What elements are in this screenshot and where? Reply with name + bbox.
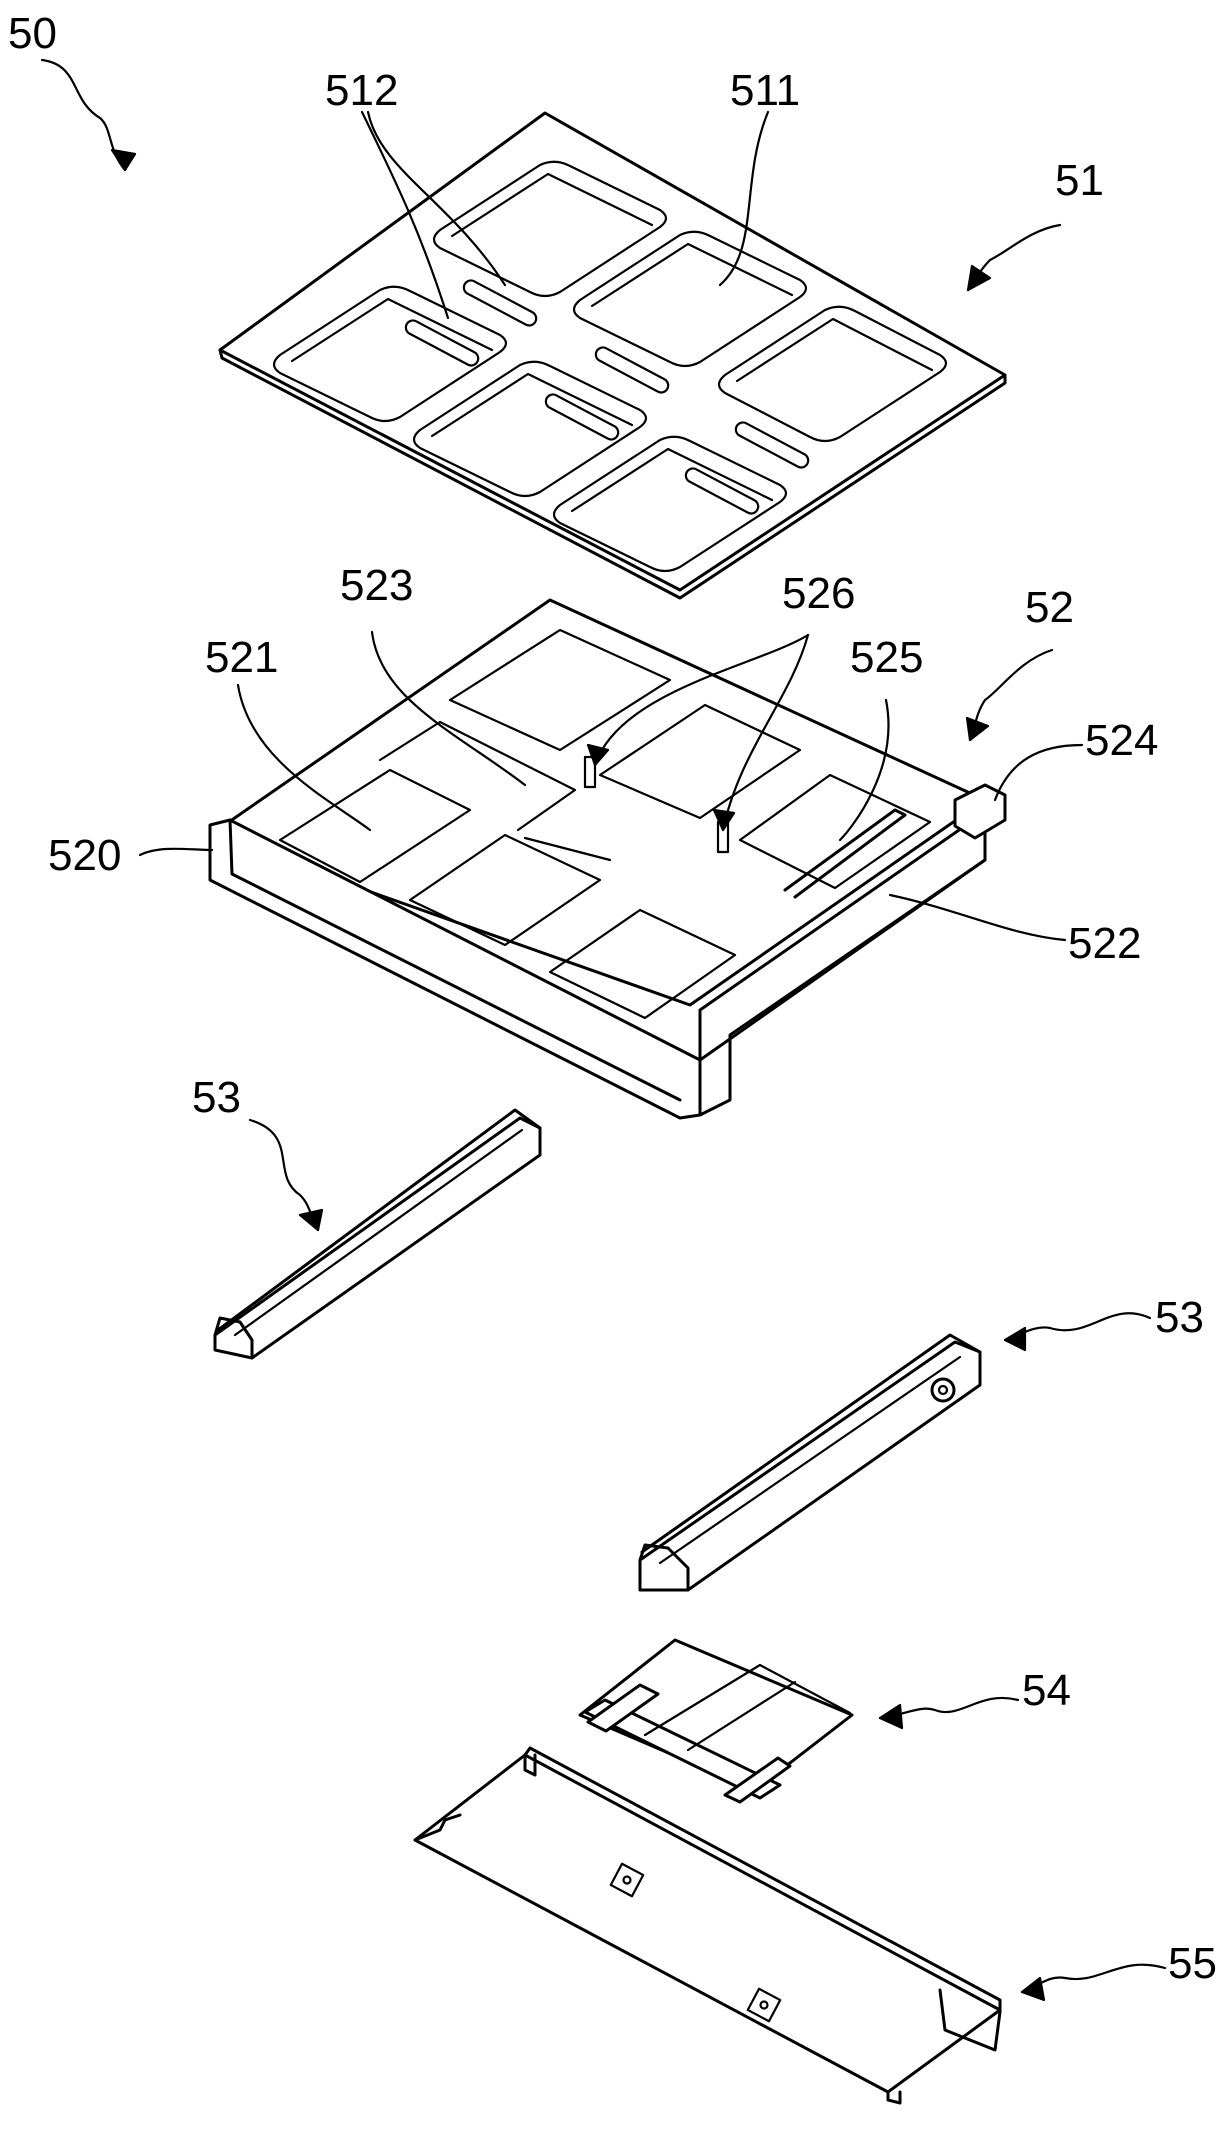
label-520: 520 xyxy=(48,831,121,880)
leader-lines xyxy=(40,58,1167,2002)
label-51: 51 xyxy=(1055,156,1104,205)
label-53-right: 53 xyxy=(1155,1293,1204,1342)
label-525: 525 xyxy=(850,633,923,682)
label-54: 54 xyxy=(1022,1666,1071,1715)
label-522: 522 xyxy=(1068,919,1141,968)
label-521: 521 xyxy=(205,633,278,682)
label-52: 52 xyxy=(1025,583,1074,632)
label-523: 523 xyxy=(340,561,413,610)
label-512: 512 xyxy=(325,66,398,115)
part-52-tray xyxy=(208,598,1007,1120)
label-511: 511 xyxy=(730,66,800,115)
label-55: 55 xyxy=(1168,1939,1217,1988)
part-55-base-plate xyxy=(413,1746,1002,2105)
part-54-slider xyxy=(578,1638,854,1804)
label-50: 50 xyxy=(8,9,57,58)
label-53-left: 53 xyxy=(192,1073,241,1122)
part-51-cover xyxy=(218,111,1007,600)
label-526: 526 xyxy=(782,569,855,618)
part-53-rail-right xyxy=(638,1333,982,1592)
label-524: 524 xyxy=(1085,716,1158,765)
part-53-rail-left xyxy=(213,1108,542,1360)
